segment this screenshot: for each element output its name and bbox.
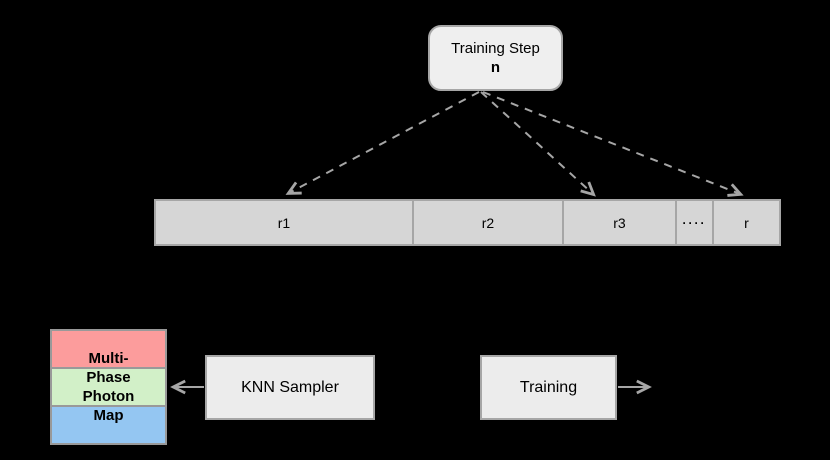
- photon-map-label-line4: Map: [93, 407, 124, 424]
- training-box: Training: [480, 355, 617, 420]
- training-step-box: Training Step n: [428, 25, 563, 91]
- photon-map-band-blue: [52, 407, 165, 443]
- timeline-segment-r1: r1: [277, 214, 291, 231]
- photon-map-label-line1: Multi-: [88, 350, 129, 367]
- dashed-arrow-to-r: [482, 91, 744, 197]
- knn-sampler-label: KNN Sampler: [241, 378, 339, 396]
- photon-map-label: Multi- Phase Photon Map: [50, 349, 167, 425]
- timeline-segment-r2: r2: [412, 201, 562, 244]
- dashed-arrow-to-r1: [285, 91, 480, 195]
- run-timeline-bar: r1 r2 r3 ···· r: [154, 199, 781, 246]
- timeline-segment-r: r: [712, 201, 779, 244]
- timeline-segment-r3: r3: [562, 201, 675, 244]
- training-step-index: n: [490, 59, 501, 76]
- photon-map-label-line2: Phase: [86, 369, 131, 386]
- training-step-label: Training Step: [451, 40, 540, 57]
- photon-map-band-green: [52, 367, 165, 407]
- dashed-arrow-to-r3: [480, 91, 596, 197]
- timeline-segment-ellipsis: ····: [675, 201, 712, 244]
- photon-map-band-red: [52, 331, 165, 367]
- photon-map-label-line3: Photon: [82, 388, 135, 405]
- knn-sampler-box: KNN Sampler: [205, 355, 375, 420]
- training-label: Training: [519, 378, 578, 396]
- multi-phase-photon-map-box: [50, 329, 167, 445]
